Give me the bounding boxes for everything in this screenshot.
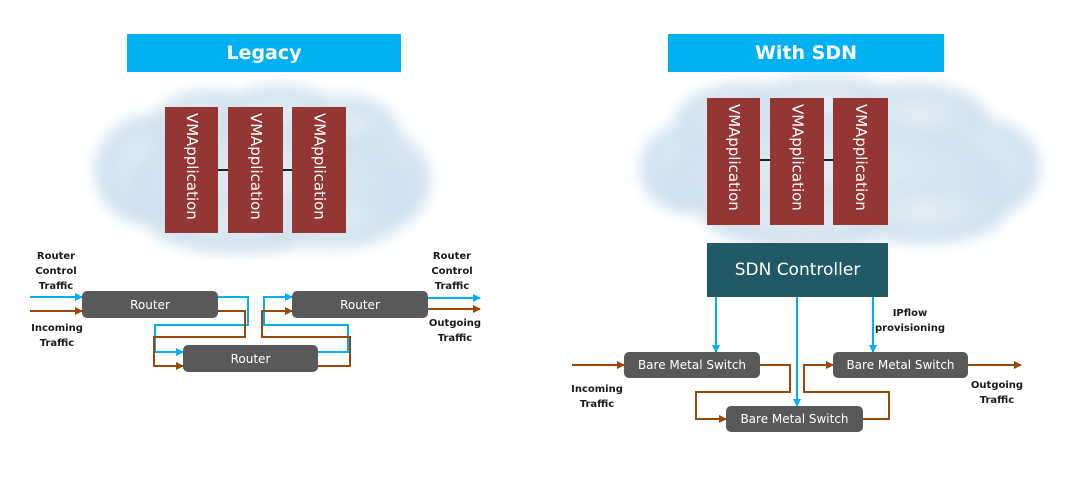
vm-label: VM — [183, 113, 201, 137]
legacy-out-data-label: Outgoing Traffic — [428, 318, 482, 344]
vm-label: VM — [310, 113, 329, 137]
switch-label: Bare Metal Switch — [846, 358, 955, 372]
switch-label: Bare Metal Switch — [637, 358, 747, 372]
vm-link-line — [760, 159, 770, 161]
legacy-data-r1-r3 — [153, 310, 246, 370]
vm-link-line — [824, 159, 833, 161]
vm-sublabel: Application — [310, 136, 329, 221]
legacy-vm-2: VM Application — [228, 107, 283, 233]
vm-sublabel: Application — [183, 136, 201, 221]
sdn-switch-2: Bare Metal Switch — [726, 406, 863, 432]
legacy-vm-3: VM Application — [292, 107, 346, 233]
vm-sublabel: Application — [725, 127, 743, 212]
legacy-control-r1-r3 — [154, 296, 249, 356]
vm-sublabel: Application — [788, 127, 807, 212]
sdn-switch-3: Bare Metal Switch — [833, 352, 968, 378]
vm-sublabel: Application — [247, 136, 265, 221]
sdn-controller-label: SDN Controller — [734, 260, 861, 280]
vm-link-line — [283, 169, 292, 171]
legacy-out-control-label: Router Control Traffic — [431, 251, 473, 292]
legacy-data-r3-r2 — [261, 307, 351, 367]
legacy-in-control-label: Router Control Traffic — [35, 251, 77, 292]
sdn-out-data-label: Outgoing Traffic — [970, 380, 1024, 406]
router-label: Router — [340, 297, 380, 312]
legacy-in-data-label: Incoming Traffic — [31, 323, 83, 349]
legacy-vm-1: VM Application — [165, 107, 218, 233]
router-label: Router — [230, 351, 271, 366]
legacy-router-1: Router — [82, 291, 218, 318]
vm-label: VM — [852, 104, 870, 128]
sdn-switch-1: Bare Metal Switch — [624, 352, 760, 378]
sdn-provisioning-label: IPflow provisioning — [875, 308, 945, 334]
sdn-vm-1: VM Application — [707, 98, 760, 225]
legacy-header: Legacy — [127, 34, 401, 72]
vm-label: VM — [725, 104, 743, 128]
router-label: Router — [130, 297, 170, 312]
legacy-title: Legacy — [226, 42, 302, 64]
sdn-in-data-label: Incoming Traffic — [571, 384, 623, 410]
sdn-controller: SDN Controller — [707, 243, 888, 297]
legacy-router-2: Router — [292, 291, 428, 318]
legacy-router-3: Router — [183, 345, 318, 372]
sdn-vm-2: VM Application — [770, 98, 824, 225]
sdn-title: With SDN — [754, 42, 858, 64]
vm-label: VM — [788, 104, 807, 128]
sdn-data-s2-s3 — [803, 361, 890, 420]
sdn-data-s1-s2 — [695, 364, 791, 423]
vm-sublabel: Application — [852, 127, 870, 212]
vm-label: VM — [247, 113, 265, 137]
sdn-header: With SDN — [668, 34, 944, 72]
switch-label: Bare Metal Switch — [740, 412, 849, 426]
vm-link-line — [218, 169, 228, 171]
sdn-vm-3: VM Application — [833, 98, 888, 225]
legacy-control-r3-r2 — [263, 293, 349, 353]
